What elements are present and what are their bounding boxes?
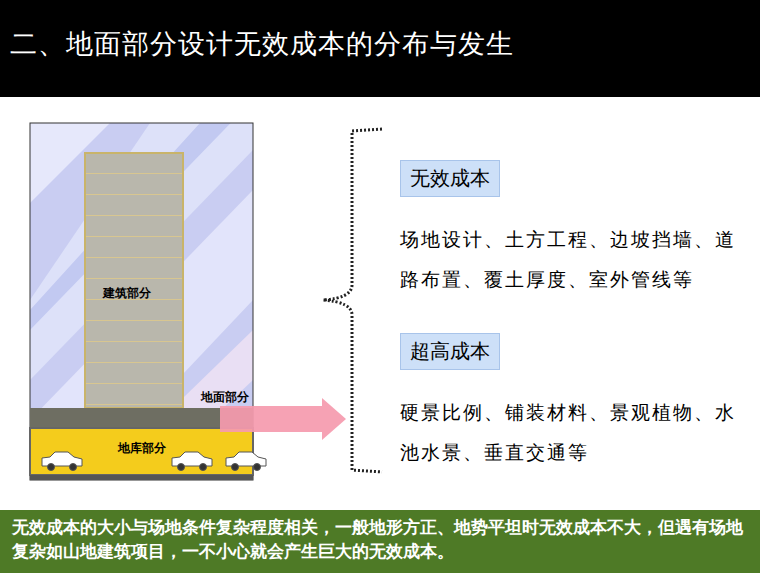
car [42,452,82,466]
category-heading: 超高成本 [400,333,500,370]
building [85,153,183,408]
category-items: 硬景比例、铺装材料、景观植物、水池水景、垂直交通等 [400,392,745,472]
car-wheel [48,464,55,471]
category-heading: 无效成本 [400,160,500,197]
building-part: 建筑部分 [85,153,183,408]
car-wheel [70,464,77,471]
car [172,452,212,466]
part-label: 地库部分 [30,440,253,457]
car [226,452,266,466]
category-items: 场地设计、土方工程、边坡挡墙、道路布置、覆土厚度、室外管线等 [400,219,745,299]
sky-panel [30,123,253,480]
pink-arrow [220,398,346,440]
panel-border [30,123,253,480]
curly-bracket [323,129,382,472]
garage-floor [30,475,253,480]
part-label: 建筑部分 [103,285,151,302]
car-wheel [200,464,207,471]
garage-part: 地库部分 [30,428,253,475]
garage [30,428,253,475]
slide-title: 二、地面部分设计无效成本的分布与发生 [10,26,514,62]
cost-group: 无效成本场地设计、土方工程、边坡挡墙、道路布置、覆土厚度、室外管线等 [400,160,750,303]
part-label: 地面部分 [201,389,249,406]
ground-part: 地面部分 [30,408,253,428]
caption-note: 无效成本的大小与场地条件复杂程度相关，一般地形方正、地势平坦时无效成本不大，但遇… [12,515,752,563]
car-wheel [232,464,239,471]
ground-strip [30,408,253,428]
car-wheel [254,464,261,471]
car-wheel [178,464,185,471]
cost-group: 超高成本硬景比例、铺装材料、景观植物、水池水景、垂直交通等 [400,333,750,476]
